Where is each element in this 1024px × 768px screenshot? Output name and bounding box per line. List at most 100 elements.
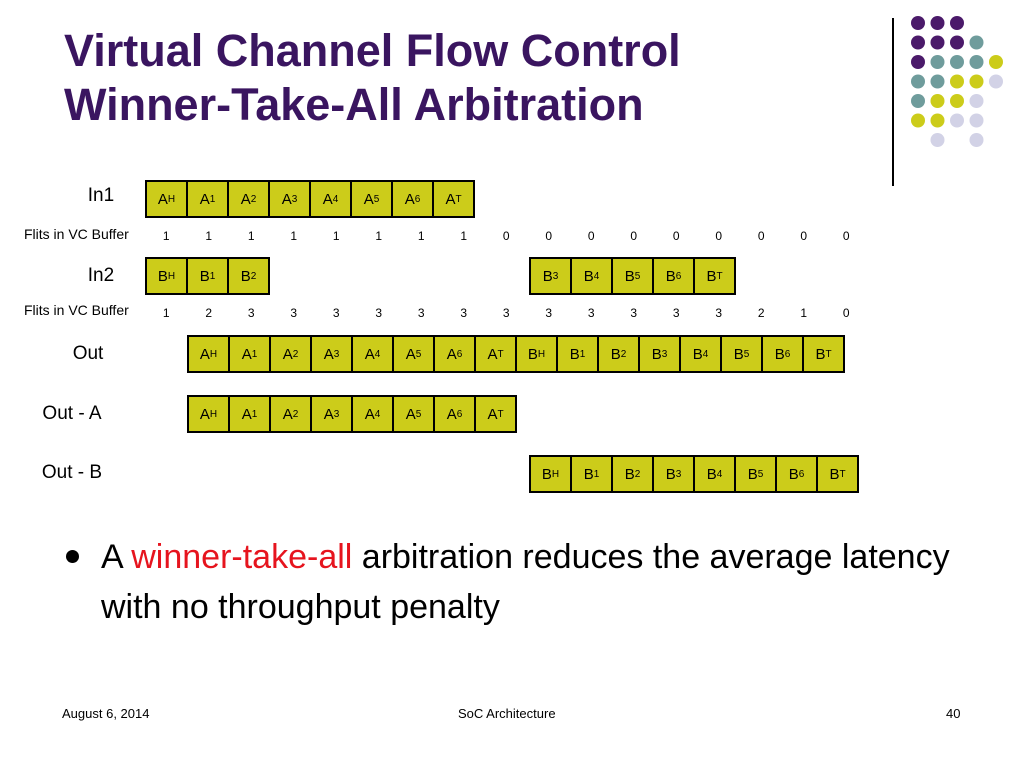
in2-buffer-label: Flits in VC Buffer xyxy=(24,302,129,318)
decor-dot xyxy=(969,35,984,50)
flit-index: 2 xyxy=(620,348,627,360)
buffer-count: 1 xyxy=(375,229,383,243)
decor-dot xyxy=(950,35,964,50)
flit-packet-letter: A xyxy=(487,405,498,423)
flit-index: T xyxy=(716,270,723,282)
buffer-count: 3 xyxy=(715,306,723,320)
decor-dot xyxy=(989,55,1003,69)
flit-index: 4 xyxy=(332,193,339,205)
buffer-count: 1 xyxy=(162,306,170,320)
buffer-count: 3 xyxy=(630,306,638,320)
flit-packet-letter: A xyxy=(405,345,416,363)
decorative-dot-grid xyxy=(911,16,1003,147)
flit-index: H xyxy=(209,348,218,360)
bullet-highlight: winner-take-all xyxy=(131,538,353,576)
flit-index: H xyxy=(537,348,546,360)
buffer-count: 1 xyxy=(247,229,255,243)
flit-index: 6 xyxy=(456,348,463,360)
decor-dot xyxy=(950,16,964,30)
buffer-count: 1 xyxy=(800,306,808,320)
decor-dot xyxy=(969,74,984,89)
buffer-count: 3 xyxy=(672,306,680,320)
flit-packet-letter: B xyxy=(542,267,553,285)
buffer-count: 3 xyxy=(375,306,383,320)
buffer-count: 1 xyxy=(332,229,340,243)
buffer-count: 0 xyxy=(630,229,638,243)
flit-index: 4 xyxy=(716,468,723,480)
flit-index: 1 xyxy=(579,348,586,360)
buffer-count: 0 xyxy=(800,229,808,243)
flit-packet-letter: B xyxy=(541,465,552,483)
buffer-count: 0 xyxy=(587,229,595,243)
flit-index: 2 xyxy=(250,270,257,282)
flit-packet-letter: A xyxy=(323,345,334,363)
decor-dot xyxy=(950,55,964,69)
flit-index: 2 xyxy=(250,193,257,205)
flit-index: 4 xyxy=(702,348,709,360)
buffer-count: 3 xyxy=(587,306,595,320)
decor-dot xyxy=(911,74,925,89)
decor-dot xyxy=(930,133,945,147)
flit-packet-letter: A xyxy=(364,345,375,363)
out-label: Out xyxy=(72,343,104,364)
flit-index: 5 xyxy=(415,348,422,360)
buffer-count: 3 xyxy=(247,306,255,320)
buffer-count: 3 xyxy=(545,306,553,320)
flit-packet-letter: B xyxy=(624,267,635,285)
flit-packet-letter: A xyxy=(323,405,334,423)
flit-index: 4 xyxy=(374,348,381,360)
flit-packet-letter: B xyxy=(692,345,703,363)
decor-dot xyxy=(911,16,925,30)
bullet-point: A winner-take-all arbitration reduces th… xyxy=(60,532,960,632)
buffer-count: 2 xyxy=(757,306,765,320)
decor-dot xyxy=(969,113,984,128)
footer-title: SoC Architecture xyxy=(458,706,556,721)
flit-index: 1 xyxy=(209,270,216,282)
flit-packet-letter: A xyxy=(445,190,456,208)
out-a-label: Out - A xyxy=(42,403,102,424)
flit-index: 6 xyxy=(456,408,463,420)
flit-packet-letter: A xyxy=(364,405,375,423)
flit-packet-letter: A xyxy=(322,190,333,208)
flit-packet-letter: B xyxy=(583,465,594,483)
flit-packet-letter: B xyxy=(610,345,621,363)
buffer-count: 0 xyxy=(842,229,850,243)
flit-index: H xyxy=(209,408,218,420)
flit-index: 5 xyxy=(757,468,764,480)
title-line-1: Virtual Channel Flow Control xyxy=(64,25,681,76)
buffer-count: 1 xyxy=(162,229,170,243)
decor-dot xyxy=(911,35,925,50)
flit-index: 1 xyxy=(593,468,600,480)
flit-index: H xyxy=(551,468,560,480)
bullet-text: A winner-take-all arbitration reduces th… xyxy=(101,532,960,632)
flit-packet-letter: A xyxy=(282,405,293,423)
flit-index: 1 xyxy=(251,408,258,420)
in1-label: In1 xyxy=(87,185,115,206)
flit-packet-letter: A xyxy=(241,345,252,363)
buffer-count: 1 xyxy=(460,229,468,243)
flit-packet-letter: B xyxy=(706,465,717,483)
flit-index: 3 xyxy=(661,348,668,360)
